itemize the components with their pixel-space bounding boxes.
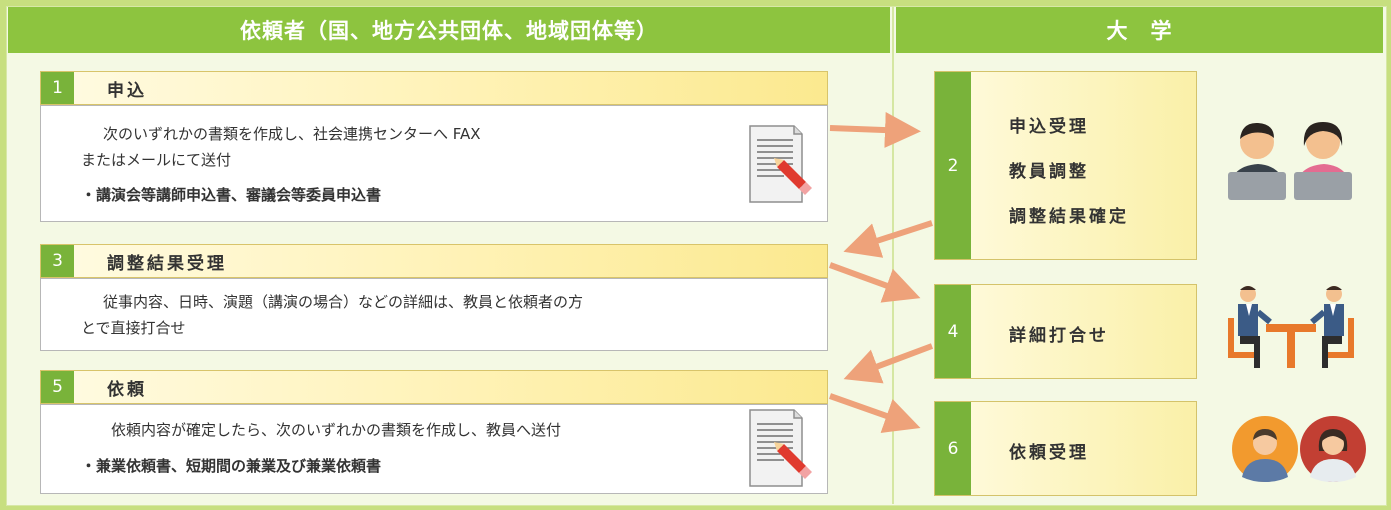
step-5-title-bar: 5 依頼 bbox=[40, 370, 828, 404]
step-3-title-bar: 3 調整結果受理 bbox=[40, 244, 828, 278]
step-6-box: 6 依頼受理 bbox=[934, 401, 1197, 496]
step-2-label-1: 申込受理 bbox=[1009, 117, 1089, 137]
step-6-label: 依頼受理 bbox=[1009, 443, 1089, 463]
arrow-5-to-6 bbox=[828, 393, 921, 433]
step-2-box: 2 申込受理 教員調整 調整結果確定 bbox=[934, 71, 1197, 260]
step-4-box: 4 詳細打合せ bbox=[934, 284, 1197, 379]
document-pencil-icon bbox=[749, 125, 812, 203]
step-2-number: 2 bbox=[935, 72, 971, 259]
step-5-number: 5 bbox=[41, 371, 74, 403]
step-1-title: 申込 bbox=[107, 80, 147, 101]
step-5-bullet: ・兼業依頼書、短期間の兼業及び兼業依頼書 bbox=[81, 457, 382, 475]
arrow-2-to-3 bbox=[843, 220, 933, 258]
step-1-bullet: ・講演会等講師申込書、審議会等委員申込書 bbox=[81, 186, 382, 204]
step-2-label-3: 調整結果確定 bbox=[1009, 207, 1129, 227]
staff-laptops-icon bbox=[1228, 122, 1352, 200]
step-2-label-2: 教員調整 bbox=[1009, 162, 1089, 182]
arrow-3-to-4 bbox=[828, 262, 921, 303]
step-3-line-1: 従事内容、日時、演題（講演の場合）などの詳細は、教員と依頼者の方 bbox=[103, 293, 584, 311]
meeting-icon bbox=[1228, 286, 1354, 368]
document-pencil-icon bbox=[749, 409, 812, 487]
people-avatars-icon bbox=[1232, 416, 1366, 482]
step-3-body: 従事内容、日時、演題（講演の場合）などの詳細は、教員と依頼者の方 とで直接打合せ bbox=[40, 278, 828, 351]
step-1-line-1: 次のいずれかの書類を作成し、社会連携センターへ FAX bbox=[103, 125, 481, 143]
step-4-label: 詳細打合せ bbox=[1009, 326, 1109, 346]
step-3-number: 3 bbox=[41, 245, 74, 277]
header-requester: 依頼者（国、地方公共団体、地域団体等） bbox=[8, 7, 890, 53]
arrow-1-to-2 bbox=[829, 112, 921, 149]
step-1-number: 1 bbox=[41, 72, 74, 104]
step-5-body: 依頼内容が確定したら、次のいずれかの書類を作成し、教員へ送付 ・兼業依頼書、短期… bbox=[40, 404, 828, 494]
step-1-title-bar: 1 申込 bbox=[40, 71, 828, 105]
step-1-body: 次のいずれかの書類を作成し、社会連携センターへ FAX またはメールにて送付 ・… bbox=[40, 105, 828, 222]
column-divider bbox=[892, 6, 894, 504]
step-5-title: 依頼 bbox=[107, 379, 147, 400]
header-university: 大 学 bbox=[896, 7, 1383, 53]
step-3-title: 調整結果受理 bbox=[107, 253, 227, 274]
step-4-number: 4 bbox=[935, 285, 971, 378]
arrow-4-to-5 bbox=[843, 343, 934, 384]
step-3-line-2: とで直接打合せ bbox=[81, 319, 186, 337]
step-5-line-1: 依頼内容が確定したら、次のいずれかの書類を作成し、教員へ送付 bbox=[111, 421, 562, 439]
step-1-line-2: またはメールにて送付 bbox=[81, 151, 232, 169]
step-6-number: 6 bbox=[935, 402, 971, 495]
